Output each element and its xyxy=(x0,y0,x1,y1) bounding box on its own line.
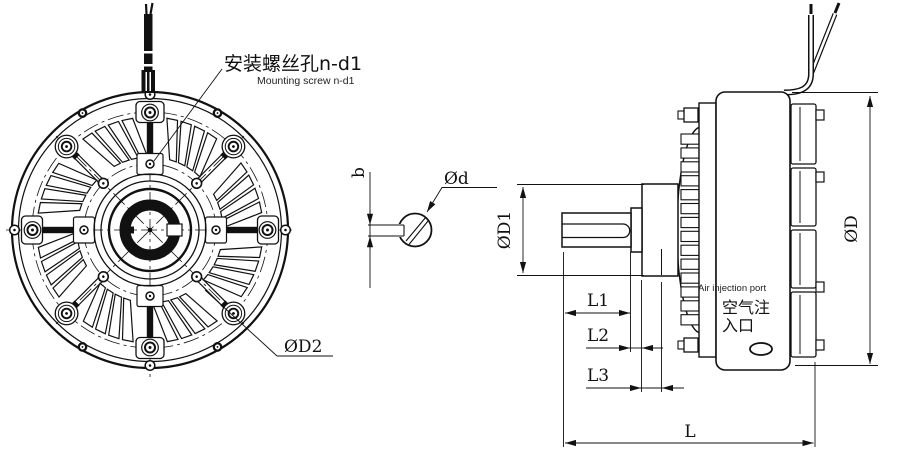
center-point xyxy=(147,227,153,233)
keyway-cut xyxy=(394,224,404,237)
front-hub xyxy=(93,173,207,287)
hub-cylinder xyxy=(641,183,679,277)
extension-lines xyxy=(517,92,878,447)
dim-d-callout: Ød xyxy=(426,169,497,213)
d2-callout: ØD2 xyxy=(204,289,333,357)
dim-label-d2: ØD2 xyxy=(284,337,322,357)
right-bolts xyxy=(815,109,825,351)
front-cable xyxy=(141,2,155,93)
front-fins-spokes-bolts xyxy=(8,88,292,372)
side-fin-stack xyxy=(680,133,700,326)
front-view: 安装螺丝孔n-d1 Mounting screw n-d1 ØD2 xyxy=(6,2,362,380)
dim-L1: L1 xyxy=(565,291,630,317)
bore-keyway-notch xyxy=(166,223,183,237)
dim-L3: L3 xyxy=(586,366,684,392)
bore-key-nub xyxy=(128,226,134,234)
housing-body xyxy=(715,91,791,371)
dim-D: ØD xyxy=(842,96,874,364)
mounting-screw-callout: 安装螺丝孔n-d1 Mounting screw n-d1 xyxy=(153,53,362,162)
dim-label-d: Ød xyxy=(444,169,469,189)
dim-label-L: L xyxy=(684,422,695,442)
shaft-collar xyxy=(630,207,643,253)
air-port-label-cn2: 入口 xyxy=(722,316,754,335)
dim-label-L3: L3 xyxy=(587,366,609,386)
dim-label-L2: L2 xyxy=(587,326,609,346)
side-cables xyxy=(783,2,841,96)
right-fin-column xyxy=(790,103,817,358)
dim-D1: ØD1 xyxy=(495,187,527,273)
dim-label-D: ØD xyxy=(842,215,862,243)
air-port-label-cn1: 空气注 xyxy=(722,298,770,317)
dim-b: b xyxy=(349,167,374,288)
shaft-keyway-slot xyxy=(562,223,631,239)
dim-L: L xyxy=(565,422,814,447)
air-port-label-en: Air injection port xyxy=(698,283,766,294)
dim-label-b: b xyxy=(349,167,369,178)
dim-L2: L2 xyxy=(586,326,663,352)
mounting-screw-label-cn: 安装螺丝孔n-d1 xyxy=(224,53,362,75)
air-port-hole xyxy=(749,342,773,356)
air-port: Air injection port 空气注 入口 xyxy=(698,283,773,356)
dim-label-L1: L1 xyxy=(587,291,609,311)
side-view: Air injection port 空气注 入口 ØD1 ØD xyxy=(495,2,878,447)
dim-label-D1: ØD1 xyxy=(495,211,515,249)
stator-plate xyxy=(698,102,717,358)
stud-bolts xyxy=(677,107,699,353)
output-shaft xyxy=(561,212,632,248)
shaft-key-detail: b Ød xyxy=(349,167,497,288)
mounting-screw-label-en: Mounting screw n-d1 xyxy=(257,75,355,87)
